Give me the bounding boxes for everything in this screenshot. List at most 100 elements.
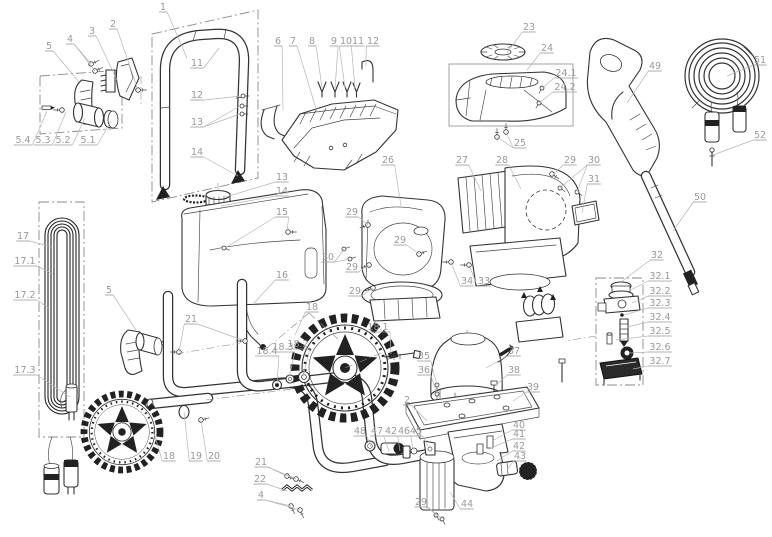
part-number-label: 12 [191, 90, 203, 101]
part-number-label: 16 [276, 270, 288, 281]
part-number-label: 14 [276, 186, 288, 197]
part-number-label: 7 [290, 36, 296, 47]
part-callout-21: 21 [254, 457, 297, 480]
part-number-label: 17.2 [14, 290, 35, 301]
roller-part [515, 286, 564, 343]
part-callout-32.7: 32.7 [632, 356, 672, 370]
part-number-label: 14 [191, 147, 203, 158]
part-callout-6: 6 [273, 36, 284, 111]
lance-wand [640, 170, 700, 296]
part-number-label: 52 [754, 130, 766, 141]
part-number-label: 17.3 [14, 365, 35, 376]
part-number-label: 31 [588, 174, 600, 185]
handle-assembly [151, 9, 259, 203]
part-number-label: 2 [110, 19, 116, 30]
part-callout-18.3: 18.3 [271, 342, 296, 379]
part-number-label: 24.2 [554, 82, 575, 93]
part-number-label: 11 [191, 58, 203, 69]
part-number-label: 29 [415, 497, 427, 508]
part-callout-5.1: 5.1 [78, 120, 112, 146]
part-callout-7: 7 [288, 36, 318, 113]
part-number-label: 17.1 [14, 256, 35, 267]
part-number-label: 29 [346, 207, 358, 218]
part-callout-30: 30 [559, 155, 601, 193]
part-number-label: 5.3 [35, 135, 50, 146]
part-number-label: 11 [352, 36, 364, 47]
part-number-label: 40 [513, 420, 525, 431]
pump-base-assembly [281, 330, 566, 526]
part-number-label: 18.2 [287, 339, 308, 350]
part-callout-11: 11 [190, 47, 220, 69]
part-callout-47: 47 [370, 426, 390, 452]
part-number-label: 15 [276, 207, 288, 218]
part-number-label: 19 [190, 451, 202, 462]
part-callout-48: 48 [353, 426, 372, 448]
part-number-label: 29 [394, 235, 406, 246]
part-number-label: 32.7 [649, 356, 670, 367]
part-number-label: 26 [382, 155, 394, 166]
nozzle-pin [709, 147, 715, 167]
part-callout-20: 20 [200, 419, 221, 462]
part-callout-23: 23 [506, 22, 536, 54]
part-callout-2: 2 [108, 19, 139, 91]
part-number-label: 13 [276, 172, 288, 183]
part-number-label: 1 [160, 2, 166, 13]
part-callout-32.6: 32.6 [629, 342, 672, 354]
part-callout-28: 28 [495, 155, 522, 190]
part-callout-24.2: 24.2 [538, 82, 577, 104]
part-callout-29: 29 [345, 262, 370, 273]
part-number-label: 20 [208, 451, 220, 462]
part-number-label: 32 [651, 250, 663, 261]
part-number-label: 45 [410, 426, 422, 437]
part-callout-29: 29 [393, 235, 420, 255]
engine-cover-group [448, 43, 574, 140]
part-number-label: 29 [564, 155, 576, 166]
part-number-label: 51 [754, 55, 766, 66]
part-callout-30: 30 [321, 248, 351, 263]
part-number-label: 38 [508, 365, 520, 376]
part-number-label: 39 [527, 382, 539, 393]
part-callout-32.5: 32.5 [615, 326, 672, 341]
part-number-label: 10 [340, 36, 352, 47]
part-number-label: 21 [185, 314, 197, 325]
part-callout-11: 11 [350, 36, 365, 89]
part-number-label: 17 [17, 231, 29, 242]
axle-bolt [344, 349, 422, 369]
part-callout-18.4: 18.4 [255, 346, 280, 385]
power-plug [60, 383, 78, 421]
part-callout-10: 10 [338, 36, 353, 89]
motor-assembly [442, 165, 600, 343]
part-callout-52: 52 [712, 130, 767, 156]
part-number-label: 23 [523, 22, 535, 33]
part-number-label: 18.4 [256, 346, 277, 357]
handle-feet [156, 170, 245, 200]
control-panel-assembly [260, 60, 399, 171]
part-callout-39: 39 [512, 382, 540, 402]
part-callout-35: 35 [417, 351, 438, 386]
pump-assembly [419, 423, 509, 526]
part-callout-45: 45 [409, 426, 429, 447]
part-callout-18.2: 18.2 [286, 339, 311, 377]
part-number-label: 18.1 [367, 322, 388, 333]
part-callout-38: 38 [493, 365, 521, 388]
unloader-kit-box [564, 277, 644, 386]
panel-hatch [293, 103, 377, 169]
part-callout-51: 51 [726, 55, 767, 77]
part-number-label: 12 [367, 36, 379, 47]
part-number-label: 5.4 [15, 135, 30, 146]
part-callout-18.1: 18.1 [366, 322, 392, 355]
part-callout-4: 4 [65, 34, 96, 72]
part-number-label: 43 [514, 451, 526, 462]
part-callout-17: 17 [16, 231, 53, 248]
part-number-label: 18 [163, 451, 175, 462]
part-callout-32: 32 [620, 250, 664, 283]
part-callout-43: 43 [506, 451, 527, 471]
part-callout-14: 14 [190, 147, 239, 177]
part-callout-32.2: 32.2 [631, 286, 672, 304]
part-callout-5.4: 5.4 [13, 110, 48, 146]
part-number-label: 33 [478, 276, 490, 287]
flywheel-teeth [480, 44, 526, 60]
part-number-label: 5 [46, 41, 52, 52]
